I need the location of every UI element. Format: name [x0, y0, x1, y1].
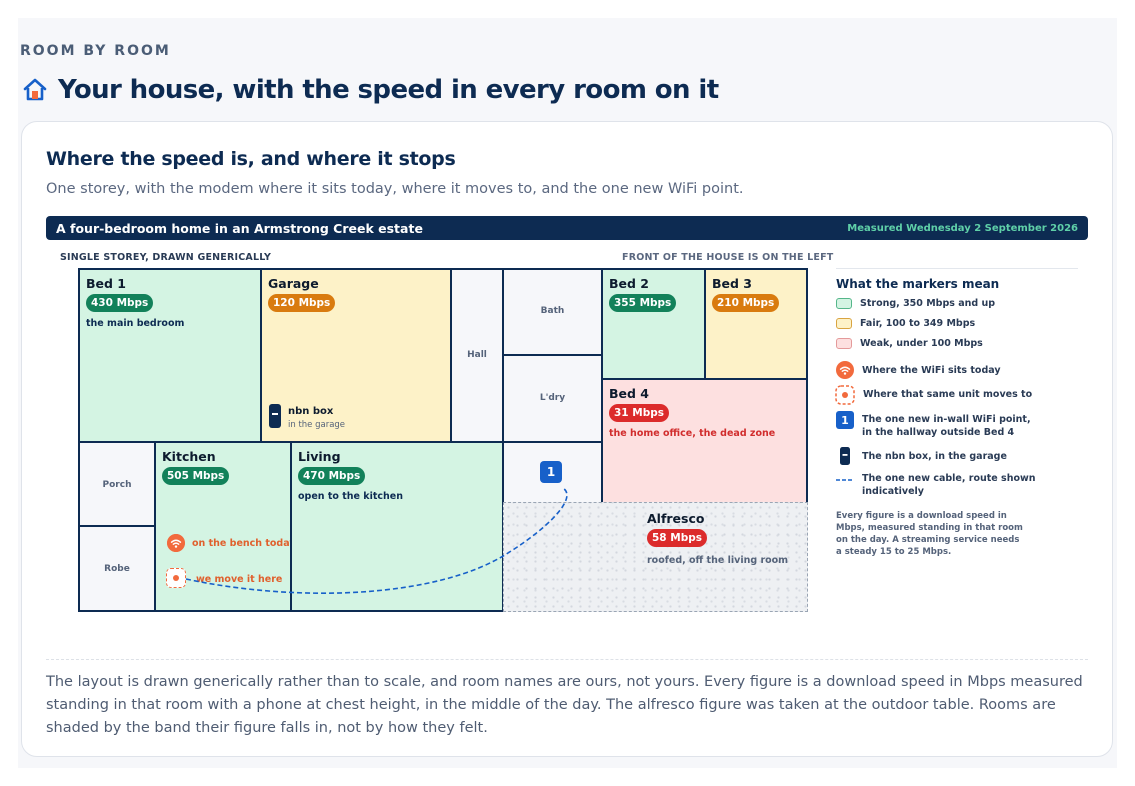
new-cable-route [185, 487, 568, 594]
room-note: the home office, the dead zone [609, 428, 776, 439]
plan-caption-right: FRONT OF THE HOUSE IS ON THE LEFT [622, 252, 834, 263]
room-name: Bed 4 [609, 386, 650, 401]
room-name: Garage [268, 276, 319, 291]
wifi-point-icon: 1 [836, 411, 854, 429]
room-name: Robe [104, 564, 130, 574]
legend-modem-today-label: Where the WiFi sits today [862, 365, 1001, 376]
speed-badge: 58 Mbps [647, 529, 707, 547]
speed-badge: 120 Mbps [268, 294, 336, 312]
router-new-spot-icon [835, 385, 855, 405]
card-subheading: One storey, with the modem where it sits… [46, 181, 744, 197]
nbn-box-icon [269, 404, 281, 428]
room-name: Bath [540, 306, 565, 316]
wifi-point-number: 1 [841, 414, 849, 427]
room-name: Living [298, 449, 341, 464]
nbn-box-icon [840, 447, 850, 465]
legend-strong: Strong, 350 Mbps and up [836, 297, 995, 310]
legend-footnote: Every figure is a download speed in Mbps… [836, 511, 1023, 557]
floorplan-card: Where the speed is, and where it stops O… [21, 121, 1113, 757]
legend-wifi-point-line1: The one new in-wall WiFi point, [862, 414, 1031, 425]
wifi-point-icon: 1 [540, 461, 562, 483]
room-name: Bed 2 [609, 276, 650, 291]
swatch-fair [836, 318, 852, 329]
speed-badge: 430 Mbps [86, 294, 154, 312]
room-bed-4[interactable]: Bed 4 31 Mbps the home office, the dead … [601, 378, 808, 504]
legend-nbn: The nbn box, in the garage [836, 447, 1007, 465]
legend-modem-today: Where the WiFi sits today [836, 361, 1001, 379]
room-porch[interactable]: Porch [78, 441, 156, 527]
legend-modem-new: Where that same unit moves to [835, 385, 1033, 405]
room-bed-2[interactable]: Bed 2 355 Mbps [601, 268, 706, 380]
modem-new-note: we move it here [196, 574, 283, 585]
speed-badge: 505 Mbps [162, 467, 230, 485]
room-alfresco[interactable]: Alfresco 58 Mbps roofed, off the living … [503, 502, 808, 612]
room-living[interactable]: Living 470 Mbps open to the kitchen [290, 441, 504, 612]
legend: What the markers mean Strong, 350 Mbps a… [835, 268, 1078, 557]
room-name: Bed 1 [86, 276, 127, 291]
room-kitchen[interactable]: Kitchen 505 Mbps on the bench today we m… [154, 441, 296, 612]
legend-nbn-label: The nbn box, in the garage [862, 451, 1007, 462]
router-new-spot-icon [166, 568, 186, 588]
room-robe[interactable]: Robe [78, 525, 156, 612]
room-note: open to the kitchen [298, 491, 403, 502]
legend-fair-label: Fair, 100 to 349 Mbps [860, 318, 976, 329]
legend-title: What the markers mean [836, 277, 1000, 291]
divider [46, 659, 1088, 660]
floor-plan: Bed 1 430 Mbps the main bedroom Garage 1… [78, 268, 808, 612]
legend-cable-line2: indicatively [862, 486, 925, 497]
room-name: Porch [102, 480, 132, 490]
speed-badge: 210 Mbps [712, 294, 780, 312]
banner-title: A four-bedroom home in an Armstrong Cree… [56, 220, 423, 236]
nbn-box-label: nbn box [288, 406, 334, 417]
router-today-icon [836, 361, 854, 379]
legend-fair: Fair, 100 to 349 Mbps [836, 317, 975, 330]
room-name: L'dry [539, 393, 566, 403]
room-name: Alfresco [647, 511, 705, 526]
card-heading: Where the speed is, and where it stops [46, 148, 456, 170]
swatch-weak [836, 338, 852, 349]
banner-date: Measured Wednesday 2 September 2026 [847, 222, 1078, 234]
house-icon [23, 78, 47, 101]
legend-strong-label: Strong, 350 Mbps and up [860, 298, 996, 309]
room-note: roofed, off the living room [647, 555, 789, 566]
room-name: Bed 3 [712, 276, 753, 291]
speed-badge: 470 Mbps [298, 467, 366, 485]
room-name: Kitchen [162, 449, 216, 464]
legend-modem-new-label: Where that same unit moves to [863, 389, 1033, 400]
legend-weak: Weak, under 100 Mbps [836, 337, 983, 350]
dashed-cable-icon [836, 479, 854, 481]
legend-wifi-point-line2: in the hallway outside Bed 4 [862, 427, 1015, 438]
legend-wifi-point: 1 The one new in-wall WiFi point, in the… [836, 411, 1031, 439]
footnote: The layout is drawn generically rather t… [46, 674, 1083, 736]
room-bed-1[interactable]: Bed 1 430 Mbps the main bedroom [78, 268, 262, 443]
room-bed-3[interactable]: Bed 3 210 Mbps [704, 268, 808, 380]
legend-weak-label: Weak, under 100 Mbps [860, 338, 983, 349]
plan-caption-left: SINGLE STOREY, DRAWN GENERICALLY [60, 252, 272, 263]
title-row: Your house, with the speed in every room… [22, 75, 719, 105]
legend-cable-line1: The one new cable, route shown [862, 473, 1036, 484]
swatch-strong [836, 298, 852, 309]
router-today-icon [167, 534, 185, 552]
house-banner: A four-bedroom home in an Armstrong Cree… [46, 216, 1088, 240]
kicker: ROOM BY ROOM [20, 43, 171, 59]
legend-wifi-point-label: The one new in-wall WiFi point, in the h… [862, 413, 1031, 439]
legend-cable: The one new cable, route shown indicativ… [836, 472, 1036, 498]
page: ROOM BY ROOM Your house, with the speed … [18, 18, 1117, 768]
room-note: the main bedroom [86, 318, 185, 329]
page-title: Your house, with the speed in every room… [58, 75, 719, 105]
speed-badge: 355 Mbps [609, 294, 677, 312]
room-name: Hall [467, 350, 487, 360]
nbn-box-sublabel: in the garage [288, 420, 346, 430]
modem-today-note: on the bench today [192, 538, 296, 549]
speed-badge: 31 Mbps [609, 404, 669, 422]
legend-rule [836, 268, 1078, 269]
legend-cable-label: The one new cable, route shown indicativ… [862, 472, 1036, 498]
